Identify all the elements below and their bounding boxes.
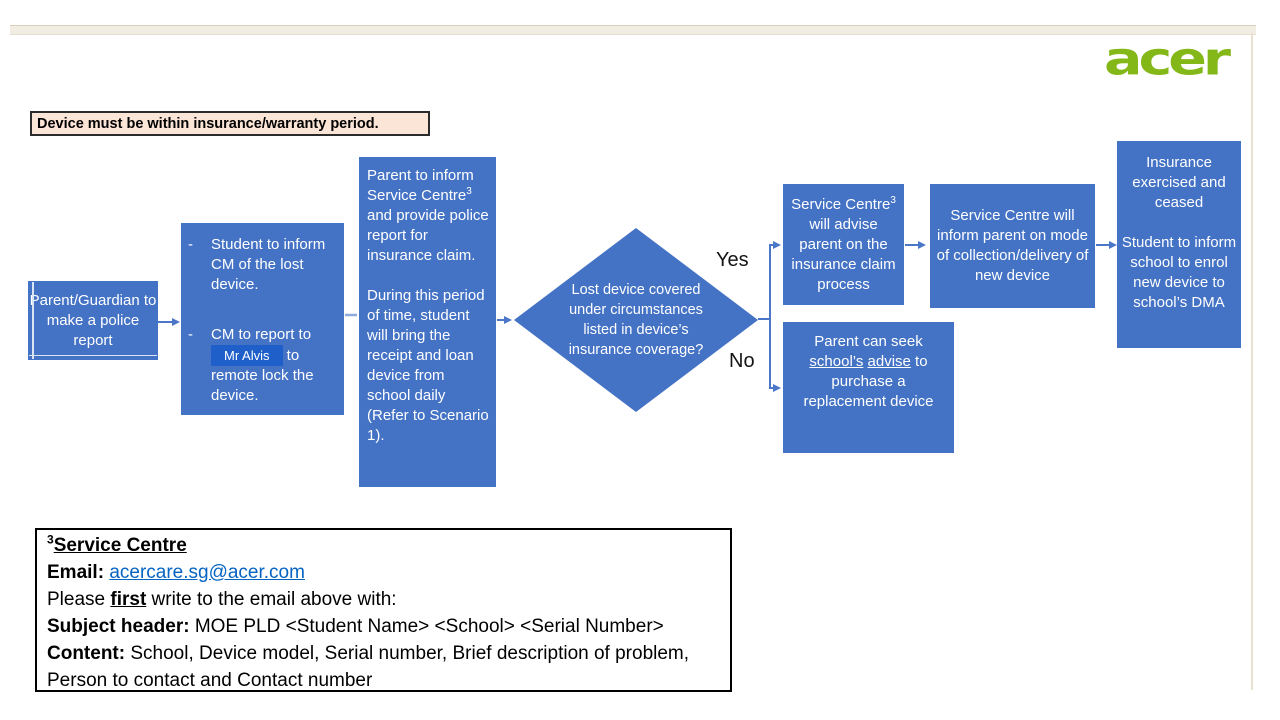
flow-box-insurance-ceased: Insurance exercised and ceased Student t… <box>1117 141 1241 348</box>
arrow-decision-yes <box>769 241 781 319</box>
email-link[interactable]: acercare.sg@acer.com <box>109 562 305 583</box>
text-run: to purchase a replacement device <box>803 353 934 410</box>
page-top-edge <box>10 25 1256 35</box>
underlined-word: school’s <box>809 353 864 370</box>
paragraph: Parent to inform Service Centre3 and pro… <box>367 166 491 266</box>
bullet-text: CM to report to Mr Alvis to remote lock … <box>211 325 339 406</box>
underlined-word: advise <box>867 353 911 370</box>
bullet-text: Student to inform CM of the lost device. <box>211 236 326 293</box>
text-run: MOE PLD <Student Name> <School> <Serial … <box>189 616 664 637</box>
flow-box-police-report: Parent/Guardian to make a police report <box>28 281 158 360</box>
paragraph: During this period of time, student will… <box>367 287 489 444</box>
footnote-ref: 3 <box>47 532 54 547</box>
subject-label: Subject header: <box>47 616 190 637</box>
email-label: Email: <box>47 562 110 583</box>
text-run: School, Device model, Serial number, Bri… <box>47 643 690 691</box>
info-title-line: 3Service Centre <box>47 532 722 559</box>
name-tag: Mr Alvis <box>211 345 283 366</box>
flow-box-claim-process: Service Centre3 will advise parent on th… <box>783 184 904 305</box>
note-box: Device must be within insurance/warranty… <box>30 111 430 136</box>
info-content-line: Content: School, Device model, Serial nu… <box>47 640 722 691</box>
flow-box-collection-delivery: Service Centre will inform parent on mod… <box>930 184 1095 308</box>
info-instruction-line: Please first write to the email above wi… <box>47 586 722 613</box>
info-email-line: Email: acercare.sg@acer.com <box>47 559 722 586</box>
text-run: write to the email above with: <box>146 589 397 610</box>
arrow-decision-no <box>769 319 781 392</box>
bullet-item: - Student to inform CM of the lost devic… <box>186 235 339 295</box>
paragraph: Insurance exercised and ceased <box>1132 154 1226 211</box>
emphasized-word: first <box>110 589 147 610</box>
service-centre-info-box: 3Service Centre Email: acercare.sg@acer.… <box>35 528 732 692</box>
text-run: and provide police report for insurance … <box>367 207 489 264</box>
box-text: Parent/Guardian to make a police report <box>29 291 157 349</box>
text-run: Please <box>47 589 111 610</box>
info-title: Service Centre <box>53 535 187 556</box>
label-no: No <box>729 350 755 372</box>
paragraph: Student to inform school to enrol new de… <box>1121 234 1237 311</box>
footnote-ref: 3 <box>466 186 472 197</box>
box-text: Service Centre will inform parent on mod… <box>936 207 1089 284</box>
bullet-text-run: to remote lock the device. <box>211 347 314 404</box>
text-run: Parent can seek <box>814 333 923 350</box>
footnote-ref: 3 <box>890 194 896 206</box>
acer-logo: acer <box>1104 32 1231 86</box>
label-yes: Yes <box>716 249 749 271</box>
info-subject-line: Subject header: MOE PLD <Student Name> <… <box>47 613 722 640</box>
bullet-dash: - <box>188 236 193 253</box>
content-label: Content: <box>47 643 126 664</box>
box-text: Service Centre3 will advise parent on th… <box>787 195 900 295</box>
bullet-text-run: CM to report to <box>211 326 312 343</box>
flow-box-replacement-device: Parent can seek school’s advise to purch… <box>783 322 954 453</box>
text-run: Service Centre <box>791 195 891 213</box>
flow-box-inform-cm: - Student to inform CM of the lost devic… <box>181 223 344 415</box>
bullet-dash: - <box>188 326 193 343</box>
page-right-edge <box>1251 33 1253 690</box>
text-run: will advise parent on the insurance clai… <box>791 215 896 293</box>
flow-box-contact-service-centre: Parent to inform Service Centre3 and pro… <box>359 157 496 487</box>
note-text: Device must be within insurance/warranty… <box>37 115 379 132</box>
bullet-item: - CM to report to Mr Alvis to remote loc… <box>186 325 339 406</box>
decision-text: Lost device covered under circumstances … <box>568 282 704 358</box>
text-run: Parent to inform Service Centre <box>367 167 474 204</box>
